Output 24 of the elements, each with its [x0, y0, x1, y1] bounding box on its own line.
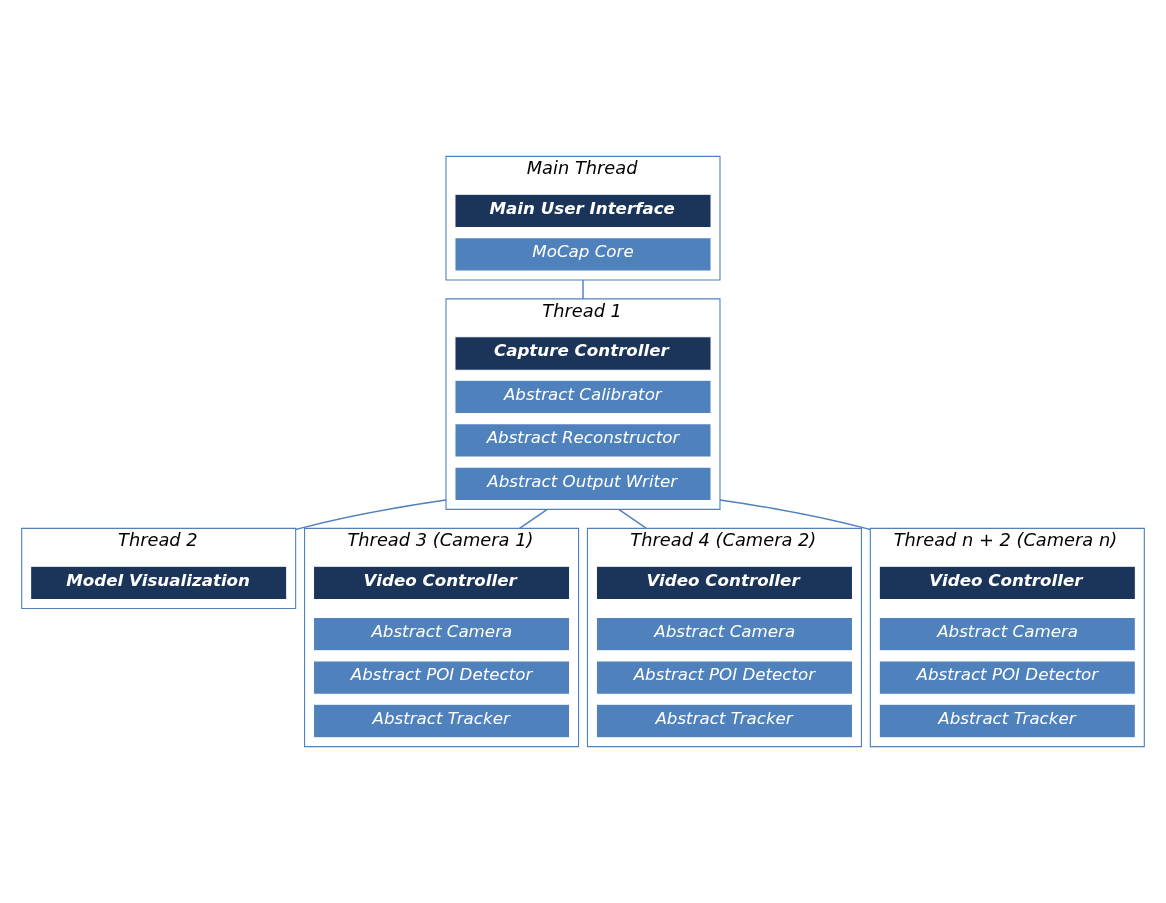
connector: [618, 508, 648, 530]
node-box: Abstract Tracker: [312, 703, 571, 739]
connector: [582, 279, 584, 300]
node-box: Abstract Calibrator: [454, 379, 712, 415]
connector: [294, 499, 447, 531]
node-box: Abstract Camera: [595, 616, 854, 652]
node-box: Capture Controller: [454, 336, 712, 371]
connector: [518, 508, 548, 530]
node-box: Main User Interface: [454, 193, 712, 229]
node-box: Abstract Output Writer: [454, 466, 712, 502]
node-box: Model Visualization: [30, 565, 288, 601]
connector: [719, 499, 872, 531]
node-box: Abstract Tracker: [878, 703, 1136, 739]
node-box: Abstract Tracker: [595, 703, 854, 739]
node-box: Video Controller: [312, 565, 571, 601]
node-box: Abstract Camera: [312, 616, 571, 652]
node-box: MoCap Core: [454, 237, 712, 272]
node-box: Abstract POI Detector: [878, 660, 1136, 695]
node-box: Abstract Reconstructor: [454, 423, 712, 458]
node-box: Video Controller: [878, 565, 1136, 601]
node-box: Abstract Camera: [878, 616, 1136, 652]
node-box: Abstract POI Detector: [595, 660, 854, 695]
node-box: Video Controller: [595, 565, 854, 601]
node-box: Abstract POI Detector: [312, 660, 571, 695]
